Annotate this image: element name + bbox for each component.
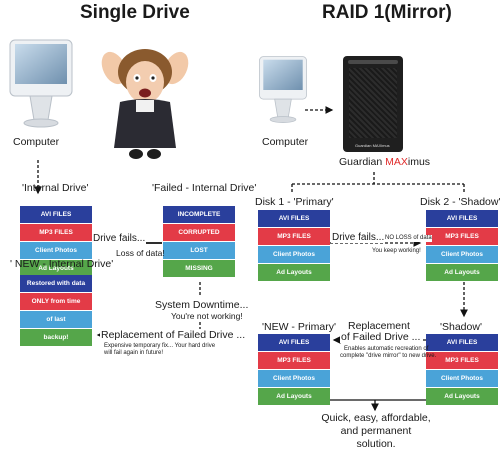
title-raid1-mirror: RAID 1(Mirror) [322,2,452,23]
new-primary-stack: AVI FILES MP3 FILES Client Photos Ad Lay… [258,334,330,406]
replacement-right-line2: of Failed Drive ... [340,331,422,343]
device-logo-text: Guardian MAXimus [355,143,390,148]
new-internal-drive-label: ' NEW - Internal Drive' [10,258,114,270]
internal-bar-layouts: Ad Layouts [20,260,92,277]
failed-bar-corrupted: CORRUPTED [163,224,235,241]
disk1-bar-photos: Client Photos [258,246,330,263]
disk1-bar-layouts: Ad Layouts [258,264,330,281]
conclusion-text: Quick, easy, affordable, and permanent s… [320,412,432,451]
failed-bar-lost: LOST [163,242,235,259]
computer-icon-right [259,56,307,123]
failed-drive-label: 'Failed - Internal Drive' [152,182,257,194]
computer-label-right: Computer [262,136,309,148]
shadow-bar-photos: Client Photos [426,370,498,387]
shadow-stack: AVI FILES MP3 FILES Client Photos Ad Lay… [426,334,498,406]
internal-bar-avi: AVI FILES [20,206,92,223]
failed-bar-missing: MISSING [163,260,235,277]
drive-fails-left: Drive fails... [92,233,147,244]
new-primary-bar-mp3: MP3 FILES [258,352,330,369]
drive-fails-right: Drive fails... [331,232,386,243]
internal-drive-stack: AVI FILES MP3 FILES Client Photos Ad Lay… [20,206,92,278]
new-primary-bar-photos: Client Photos [258,370,330,387]
new-internal-drive-stack: Restored with data ONLY from time of las… [20,275,92,347]
disk2-bar-mp3: MP3 FILES [426,228,498,245]
new-primary-label: 'NEW - Primary' [262,321,337,333]
disk1-bar-mp3: MP3 FILES [258,228,330,245]
new-internal-bar-only-from-time: ONLY from time [20,293,92,310]
no-loss-of-data: NO LOSS of data [385,235,432,242]
disk2-bar-layouts: Ad Layouts [426,264,498,281]
conclusion-line-1: Quick, easy, affordable, [321,412,431,424]
disk2-bar-avi: AVI FILES [426,210,498,227]
new-primary-bar-layouts: Ad Layouts [258,388,330,405]
title-single-drive: Single Drive [80,2,190,23]
internal-bar-mp3: MP3 FILES [20,224,92,241]
replacement-note-right-1: Enables automatic recreation of [344,346,429,352]
guardian-device-image: Guardian MAXimus [343,56,403,152]
disk1-bar-avi: AVI FILES [258,210,330,227]
not-working: You're not working! [171,311,243,321]
failed-drive-stack: INCOMPLETE CORRUPTED LOST MISSING [163,206,235,278]
failed-bar-incomplete: INCOMPLETE [163,206,235,223]
disk2-bar-photos: Client Photos [426,246,498,263]
conclusion-line-2: and permanent solution. [340,425,412,450]
new-internal-bar-restored: Restored with data [20,275,92,292]
system-downtime: System Downtime... [155,299,249,311]
stressed-person-icon [101,49,189,159]
replacement-left: Replacement of Failed Drive ... [100,329,247,341]
internal-bar-photos: Client Photos [20,242,92,259]
computer-icon-left [9,39,73,128]
shadow-bar-layouts: Ad Layouts [426,388,498,405]
disk1-primary-stack: AVI FILES MP3 FILES Client Photos Ad Lay… [258,210,330,282]
shadow-bar-avi: AVI FILES [426,334,498,351]
disk2-shadow-stack: AVI FILES MP3 FILES Client Photos Ad Lay… [426,210,498,282]
internal-drive-label: 'Internal Drive' [22,182,89,194]
computer-label-left: Computer [13,136,60,148]
new-internal-bar-backup: backup! [20,329,92,346]
keep-working: You keep working! [372,248,421,254]
replacement-note-left-1: Expensive temporary fix... Your hard dri… [104,343,216,349]
replacement-note-left-2: will fail again in future! [104,350,164,356]
shadow-bar-mp3: MP3 FILES [426,352,498,369]
shadow-label: 'Shadow' [440,321,482,333]
guardian-maximus-label: Guardian MAXimus [339,156,431,168]
loss-of-data: Loss of data! [116,248,165,258]
new-primary-bar-avi: AVI FILES [258,334,330,351]
disk2-shadow-label: Disk 2 - 'Shadow' [420,196,500,208]
new-internal-bar-of-last: of last [20,311,92,328]
replacement-right-line1: Replacement [348,320,410,332]
replacement-note-right-2: complete "drive mirror" to new drive. [340,353,437,359]
disk1-primary-label: Disk 1 - 'Primary' [255,196,334,208]
